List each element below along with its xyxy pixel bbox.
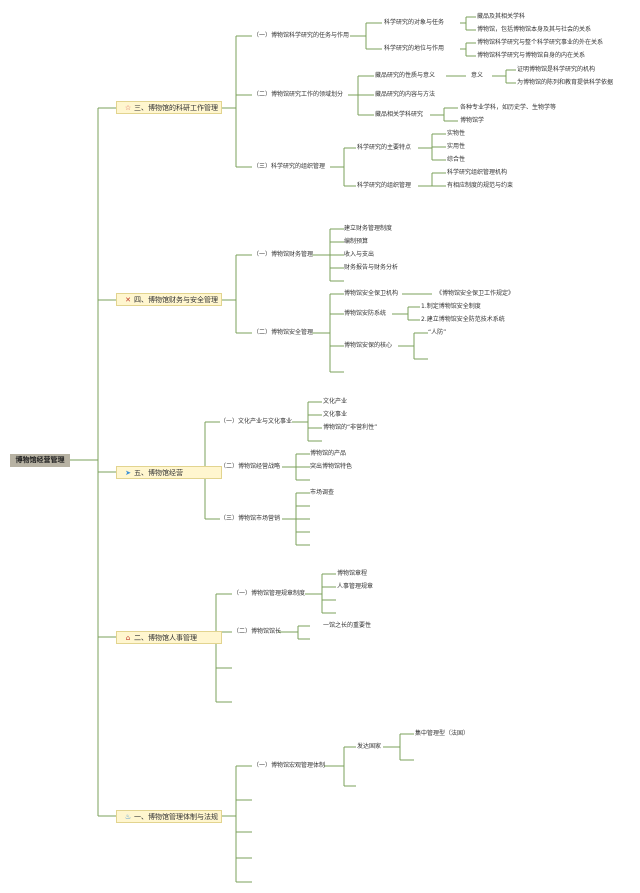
main-node-research[interactable]: ☆三、博物馆的科研工作管理 — [116, 101, 222, 114]
main-node-finance-security[interactable]: ✕四、博物馆财务与安全管理 — [116, 293, 222, 306]
leaf-node[interactable]: 博物馆科学研究与整个科学研究事业的外在关系 — [477, 39, 604, 46]
sub-node[interactable]: （一）博物馆管理规章制度 — [233, 590, 306, 597]
leaf-node[interactable]: 博物馆安全保卫机构 — [344, 290, 399, 297]
main-node-operation[interactable]: ➤五、博物馆经营 — [116, 466, 222, 479]
leaf-node[interactable]: 科学研究的对象与任务 — [384, 19, 445, 26]
tools-icon: ✕ — [125, 296, 131, 304]
leaf-node[interactable]: 集中管理型（法国） — [415, 730, 470, 737]
sub-node[interactable]: （三）科学研究的组织管理 — [253, 163, 326, 170]
main-node-label: 三、博物馆的科研工作管理 — [134, 104, 218, 112]
leaf-node[interactable]: 发达国家 — [357, 743, 382, 750]
leaf-node[interactable]: 科学研究的地位与作用 — [384, 45, 445, 52]
main-node-label: 五、博物馆经营 — [134, 469, 183, 477]
sub-node[interactable]: （一）博物馆财务管理 — [253, 251, 314, 258]
leaf-node[interactable]: 博物馆科学研究与博物馆自身的内在关系 — [477, 52, 586, 59]
leaf-node[interactable]: 实物性 — [447, 130, 466, 137]
sub-node[interactable]: （三）博物馆市场营销 — [220, 515, 281, 522]
leaf-node[interactable]: 博物馆的“非营利性” — [323, 424, 378, 431]
leaf-node[interactable]: 藏品研究的内容与方法 — [375, 91, 436, 98]
leaf-node[interactable]: 证明博物馆是科学研究的机构 — [517, 66, 596, 73]
leaf-node[interactable]: 有相应制度的规范与约束 — [447, 182, 514, 189]
leaf-node[interactable]: 藏品研究的性质与意义 — [375, 72, 436, 79]
flame-icon: ♨ — [124, 813, 132, 821]
sub-node[interactable]: （一）文化产业与文化事业 — [220, 418, 293, 425]
leaf-node[interactable]: 意义 — [471, 72, 484, 79]
sub-node[interactable]: （一）博物馆宏观管理体制 — [253, 762, 326, 769]
leaf-node[interactable]: 突出博物馆特色 — [310, 463, 353, 470]
leaf-node[interactable]: 一馆之长的重要性 — [323, 622, 372, 629]
main-node-label: 四、博物馆财务与安全管理 — [134, 296, 218, 304]
leaf-node[interactable]: “人防” — [428, 329, 447, 336]
main-node-label: 一、博物馆管理体制与法规 — [134, 813, 218, 821]
main-node-system-law[interactable]: ♨一、博物馆管理体制与法规 — [116, 810, 222, 823]
leaf-node[interactable]: 博物馆学 — [460, 117, 485, 124]
leaf-node[interactable]: 综合性 — [447, 156, 466, 163]
leaf-node[interactable]: 科学研究组织管理机构 — [447, 169, 508, 176]
main-node-label: 二、博物馆人事管理 — [134, 634, 197, 642]
leaf-node[interactable]: 市场调查 — [310, 489, 335, 496]
leaf-node[interactable]: 收入与支出 — [344, 251, 375, 258]
leaf-node[interactable]: 《博物馆安全保卫工作规定》 — [436, 290, 515, 297]
leaf-node[interactable]: 建立财务管理制度 — [344, 225, 393, 232]
paper-plane-icon: ➤ — [125, 469, 131, 477]
leaf-node[interactable]: 博物馆的产品 — [310, 450, 347, 457]
sub-node[interactable]: （二）博物馆馆长 — [233, 628, 282, 635]
leaf-node[interactable]: 博物馆章程 — [337, 570, 368, 577]
leaf-node[interactable]: 藏品及其相关学科 — [477, 13, 526, 20]
main-node-personnel[interactable]: ⌂二、博物馆人事管理 — [116, 631, 222, 644]
leaf-node[interactable]: 人事管理规章 — [337, 583, 374, 590]
leaf-node[interactable]: 藏品相关学科研究 — [375, 111, 424, 118]
sub-node[interactable]: （二）博物馆研究工作的领域划分 — [253, 91, 344, 98]
leaf-node[interactable]: 科学研究的组织管理 — [357, 182, 412, 189]
leaf-node[interactable]: 实用性 — [447, 143, 466, 150]
sub-node[interactable]: （二）博物馆安全管理 — [253, 329, 314, 336]
sub-node[interactable]: （一）博物馆科学研究的任务与作用 — [253, 32, 350, 39]
leaf-node[interactable]: 1.制定博物馆安全制度 — [421, 303, 481, 310]
leaf-node[interactable]: 各种专业学科，如历史学、生物学等 — [460, 104, 557, 111]
root-node[interactable]: 博物馆经营管理 — [10, 454, 70, 467]
sub-node[interactable]: （二）博物馆经营战略 — [220, 463, 281, 470]
house-icon: ⌂ — [125, 634, 131, 642]
leaf-node[interactable]: 2.建立博物馆安全防范技术系统 — [421, 316, 505, 323]
leaf-node[interactable]: 文化产业 — [323, 398, 348, 405]
leaf-node[interactable]: 文化事业 — [323, 411, 348, 418]
leaf-node[interactable]: 科学研究的主要特点 — [357, 144, 412, 151]
leaf-node[interactable]: 编制预算 — [344, 238, 369, 245]
leaf-node[interactable]: 博物馆，包括博物馆本身及其与社会的关系 — [477, 26, 592, 33]
leaf-node[interactable]: 博物馆安防系统 — [344, 310, 387, 317]
star-icon: ☆ — [124, 104, 132, 112]
leaf-node[interactable]: 财务报告与财务分析 — [344, 264, 399, 271]
leaf-node[interactable]: 为博物馆的陈列和教育提供科学依据 — [517, 79, 614, 86]
leaf-node[interactable]: 博物馆安保的核心 — [344, 342, 393, 349]
